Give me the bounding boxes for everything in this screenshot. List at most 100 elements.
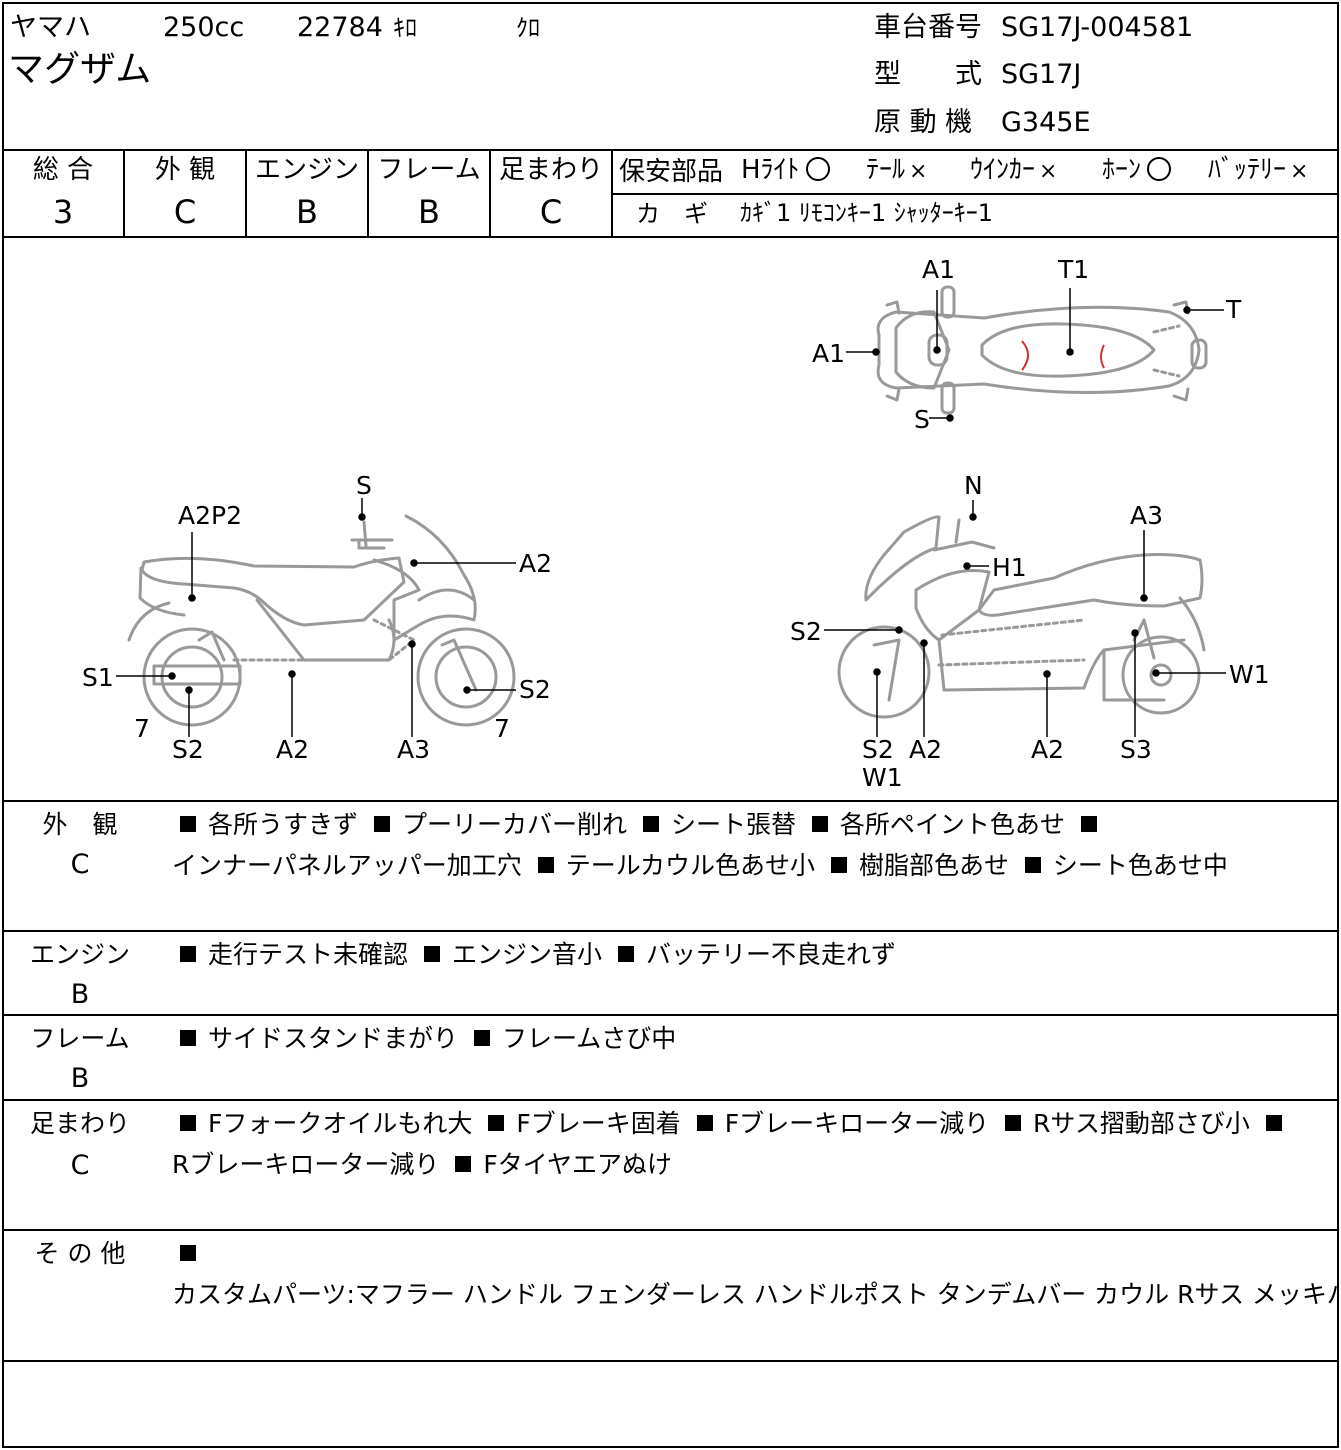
bullet-square-icon bbox=[830, 857, 847, 873]
defect-item: カスタムパーツ:マフラー ハンドル フェンダーレス ハンドルポスト タンデムバー… bbox=[172, 1280, 1341, 1309]
defect-item: エンジン音小 bbox=[451, 940, 602, 969]
bullet-square-icon bbox=[811, 816, 828, 832]
mileage-unit: ｷﾛ bbox=[393, 14, 417, 42]
bullet-square-icon bbox=[488, 1115, 505, 1131]
grade-divider-1 bbox=[123, 149, 125, 237]
bullet-square-icon bbox=[1080, 816, 1097, 832]
safety-item-name: ﾃｰﾙ bbox=[866, 155, 906, 185]
rule-header bbox=[2, 149, 1339, 151]
grade-value-overall: 3 bbox=[52, 193, 74, 231]
bullet-square-icon bbox=[473, 1030, 490, 1046]
top-view-scooter bbox=[876, 285, 1208, 415]
defect-item: Fブレーキ固着 bbox=[516, 1109, 681, 1138]
grade-divider-5 bbox=[611, 149, 613, 237]
rule-diagram bbox=[2, 800, 1339, 802]
safety-item-winker: ｳｲﾝｶｰ× bbox=[970, 157, 1057, 183]
label-right-s2-side: S2 bbox=[790, 617, 822, 646]
label-left-7-rear: 7 bbox=[134, 714, 150, 743]
section-label-suspension: 足まわり bbox=[29, 1109, 130, 1138]
label-left-7-front: 7 bbox=[494, 714, 510, 743]
label-right-s2: S2 bbox=[862, 735, 894, 764]
key-value: ｶｷﾞ1 ﾘﾓｺﾝｷｰ1 ｼｬｯﾀｰｷｰ1 bbox=[740, 199, 994, 227]
defect-item: テールカウル色あせ小 bbox=[565, 851, 815, 880]
safety-item-name: ﾎｰﾝ bbox=[1102, 155, 1142, 185]
grade-divider-3 bbox=[367, 149, 369, 237]
defect-item: Rブレーキローター減り bbox=[172, 1150, 440, 1179]
section-grade-exterior: C bbox=[70, 849, 90, 880]
defect-item: Fブレーキローター減り bbox=[724, 1109, 990, 1138]
label-right-w1-side: W1 bbox=[1229, 660, 1270, 689]
bullet-square-icon bbox=[180, 1115, 196, 1131]
defect-item: シート張替 bbox=[670, 810, 796, 839]
safety-item-horn: ﾎｰﾝ bbox=[1102, 155, 1172, 185]
rule-exterior bbox=[2, 930, 1339, 932]
bullet-square-icon bbox=[373, 816, 390, 832]
section-grade-engine: B bbox=[70, 979, 90, 1010]
rule-safety-mid bbox=[612, 193, 1339, 195]
section-body-suspension: Fフォークオイルもれ大 Fブレーキ固着 Fブレーキローター減り Rサス摺動部さび… bbox=[172, 1103, 1322, 1185]
defect-item: 各所うすきず bbox=[208, 810, 359, 839]
x-mark-icon: × bbox=[1290, 159, 1309, 184]
x-mark-icon: × bbox=[909, 159, 928, 184]
section-label-other: そ の 他 bbox=[34, 1239, 126, 1268]
mileage-value: 22784 bbox=[297, 12, 383, 43]
label-left-s2-rear: S2 bbox=[519, 675, 551, 704]
bullet-square-icon bbox=[617, 946, 634, 962]
safety-label: 保安部品 bbox=[619, 157, 724, 187]
label-right-a2-front: A2 bbox=[909, 735, 942, 764]
label-right-h1: H1 bbox=[992, 553, 1027, 582]
section-label-exterior: 外 観 bbox=[42, 810, 118, 839]
label-right-a3: A3 bbox=[1130, 501, 1163, 530]
defect-item: インナーパネルアッパー加工穴 bbox=[172, 851, 522, 880]
right-view-scooter bbox=[837, 515, 1206, 719]
label-right-a2: A2 bbox=[1031, 735, 1064, 764]
diagram-labels: A1 T1 T A1 S S A2P2 A2 S1 S2 7 S2 A2 A3 … bbox=[82, 255, 1270, 792]
frame-no: SG17J-004581 bbox=[1001, 12, 1194, 43]
bullet-square-icon bbox=[180, 1030, 196, 1046]
safety-item-tail: ﾃｰﾙ× bbox=[866, 157, 927, 183]
frame-no-label: 車台番号 bbox=[874, 12, 982, 43]
section-label-frame: フレーム bbox=[30, 1024, 130, 1053]
grade-divider-2 bbox=[245, 149, 247, 237]
grade-divider-4 bbox=[489, 149, 491, 237]
safety-item-name: Hﾗｲﾄ bbox=[741, 155, 800, 185]
grade-value-frame: B bbox=[418, 193, 440, 231]
label-left-a3: A3 bbox=[397, 735, 430, 764]
bullet-square-icon bbox=[537, 857, 554, 873]
defect-item: 走行テスト未確認 bbox=[208, 940, 409, 969]
bullet-square-icon bbox=[180, 816, 196, 832]
section-body-engine: 走行テスト未確認 エンジン音小 バッテリー不良走れず bbox=[172, 934, 1322, 975]
bullet-square-icon bbox=[1005, 1115, 1022, 1131]
defect-item: サイドスタンドまがり bbox=[208, 1024, 459, 1053]
border-bottom bbox=[2, 1446, 1339, 1448]
bullet-square-icon bbox=[696, 1115, 713, 1131]
section-grade-suspension: C bbox=[70, 1150, 90, 1181]
defect-item: バッテリー不良走れず bbox=[645, 940, 896, 969]
label-left-s: S bbox=[356, 471, 372, 500]
engine-value: G345E bbox=[1001, 107, 1091, 138]
bullet-square-icon bbox=[1024, 857, 1041, 873]
rule-engine bbox=[2, 1014, 1339, 1016]
section-label-engine: エンジン bbox=[29, 940, 130, 969]
section-body-exterior: 各所うすきず プーリーカバー削れ シート張替 各所ペイント色あせ インナーパネル… bbox=[172, 804, 1322, 886]
label-top-t: T bbox=[1225, 295, 1242, 324]
border-left bbox=[2, 2, 4, 1448]
label-left-s1: S1 bbox=[82, 663, 114, 692]
section-grade-frame: B bbox=[70, 1063, 90, 1094]
engine-label: 原 動 機 bbox=[874, 107, 973, 138]
label-left-a2p2: A2P2 bbox=[178, 501, 242, 530]
safety-item-battery: ﾊﾞｯﾃﾘｰ× bbox=[1208, 157, 1308, 183]
grade-label-frame: フレーム bbox=[377, 155, 481, 185]
defect-item: 樹脂部色あせ bbox=[858, 851, 1009, 880]
grade-value-engine: B bbox=[296, 193, 318, 231]
model-name: マグザム bbox=[8, 49, 152, 90]
grade-label-engine: エンジン bbox=[254, 155, 359, 185]
color-value: ｸﾛ bbox=[516, 14, 540, 42]
damage-diagram: A1 T1 T A1 S S A2P2 A2 S1 S2 7 S2 A2 A3 … bbox=[82, 255, 1270, 792]
label-right-n: N bbox=[964, 471, 983, 500]
label-top-a1-side: A1 bbox=[812, 339, 845, 368]
type-value: SG17J bbox=[1001, 59, 1082, 90]
bullet-square-icon bbox=[423, 946, 440, 962]
rule-grades bbox=[2, 236, 1339, 238]
border-right bbox=[1337, 2, 1339, 1448]
